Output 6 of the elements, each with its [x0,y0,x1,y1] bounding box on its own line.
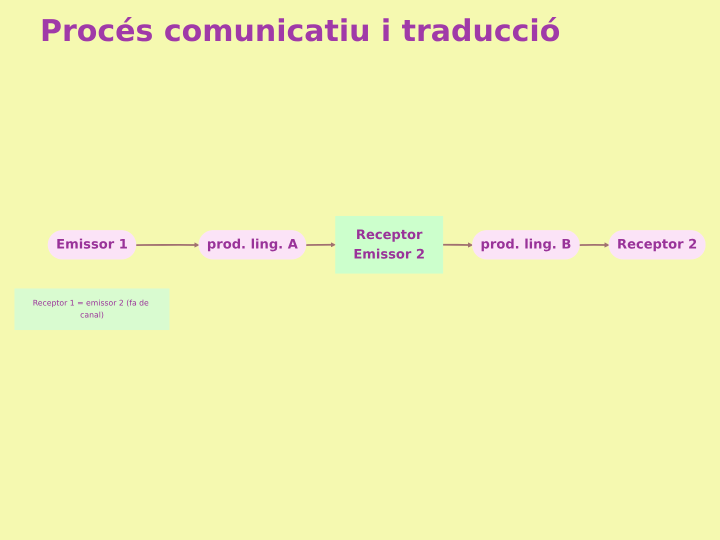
arrow [136,242,200,248]
arrow [306,242,336,248]
node-box: Receptor Emissor 2 [335,216,444,274]
title: Procés comunicatiu i traducció [40,14,562,49]
arrow [442,242,474,248]
arrow [580,242,610,248]
